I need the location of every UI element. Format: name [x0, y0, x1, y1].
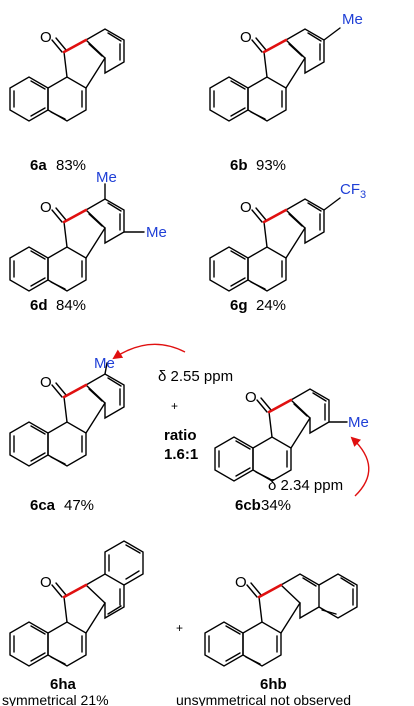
compound-yield: 93%	[256, 157, 286, 174]
oxygen-atom: O	[240, 199, 252, 216]
methyl-substituent: Me	[342, 11, 363, 28]
methyl-substituent-right: Me	[146, 224, 167, 241]
oxygen-atom: O	[40, 199, 52, 216]
compound-id: 6ca	[30, 497, 56, 514]
compound-6b: O Me 6b 93%	[208, 11, 363, 174]
compound-id: 6g	[230, 297, 248, 314]
compound-note: symmetrical 21%	[2, 692, 109, 706]
compound-yield: 47%	[64, 497, 94, 514]
compound-6ca: O Me 6ca 47%	[8, 355, 126, 514]
compound-6cb: O Me 6cb 34%	[213, 387, 369, 514]
methyl-substituent: Me	[348, 414, 369, 431]
oxygen-atom: O	[245, 389, 257, 406]
compound-6ha: O 6ha symmetrical 21%	[2, 540, 144, 706]
compound-yield: 34%	[261, 497, 291, 514]
trifluoromethyl-substituent: CF3	[340, 181, 366, 201]
compound-yield: 24%	[256, 297, 286, 314]
shift-arrow-6ca	[112, 343, 186, 360]
compound-id: 6b	[230, 157, 248, 174]
compound-id: 6cb	[235, 497, 261, 514]
ratio-value: 1.6:1	[164, 446, 198, 463]
compound-6g: O CF3 6g 24%	[208, 181, 366, 314]
chemical-shift-6cb: δ 2.34 ppm	[268, 477, 343, 494]
chemical-shift-6ca: δ 2.55 ppm	[158, 368, 233, 385]
compound-id: 6hb	[260, 676, 287, 693]
compound-id: 6d	[30, 297, 48, 314]
ratio-label: ratio	[164, 427, 197, 444]
oxygen-atom: O	[235, 574, 247, 591]
plus-sign-regioisomers: +	[171, 399, 178, 413]
oxygen-atom: O	[40, 574, 52, 591]
compound-yield: 83%	[56, 157, 86, 174]
compound-id: 6a	[30, 157, 47, 174]
compound-6hb: O 6hb unsymmetrical not observed	[176, 573, 358, 706]
compound-6d: O Me Me 6d 84%	[8, 169, 167, 314]
oxygen-atom: O	[40, 29, 52, 46]
methyl-substituent: Me	[94, 355, 115, 372]
oxygen-atom: O	[240, 29, 252, 46]
oxygen-atom: O	[40, 374, 52, 391]
compound-id: 6ha	[50, 676, 77, 693]
methyl-substituent-top: Me	[96, 169, 117, 186]
shift-arrow-6cb	[350, 436, 370, 497]
compound-yield: 84%	[56, 297, 86, 314]
compound-6a: O 6a 83%	[8, 27, 126, 174]
plus-sign-bottom: +	[176, 621, 183, 635]
compound-note: unsymmetrical not observed	[176, 692, 351, 706]
